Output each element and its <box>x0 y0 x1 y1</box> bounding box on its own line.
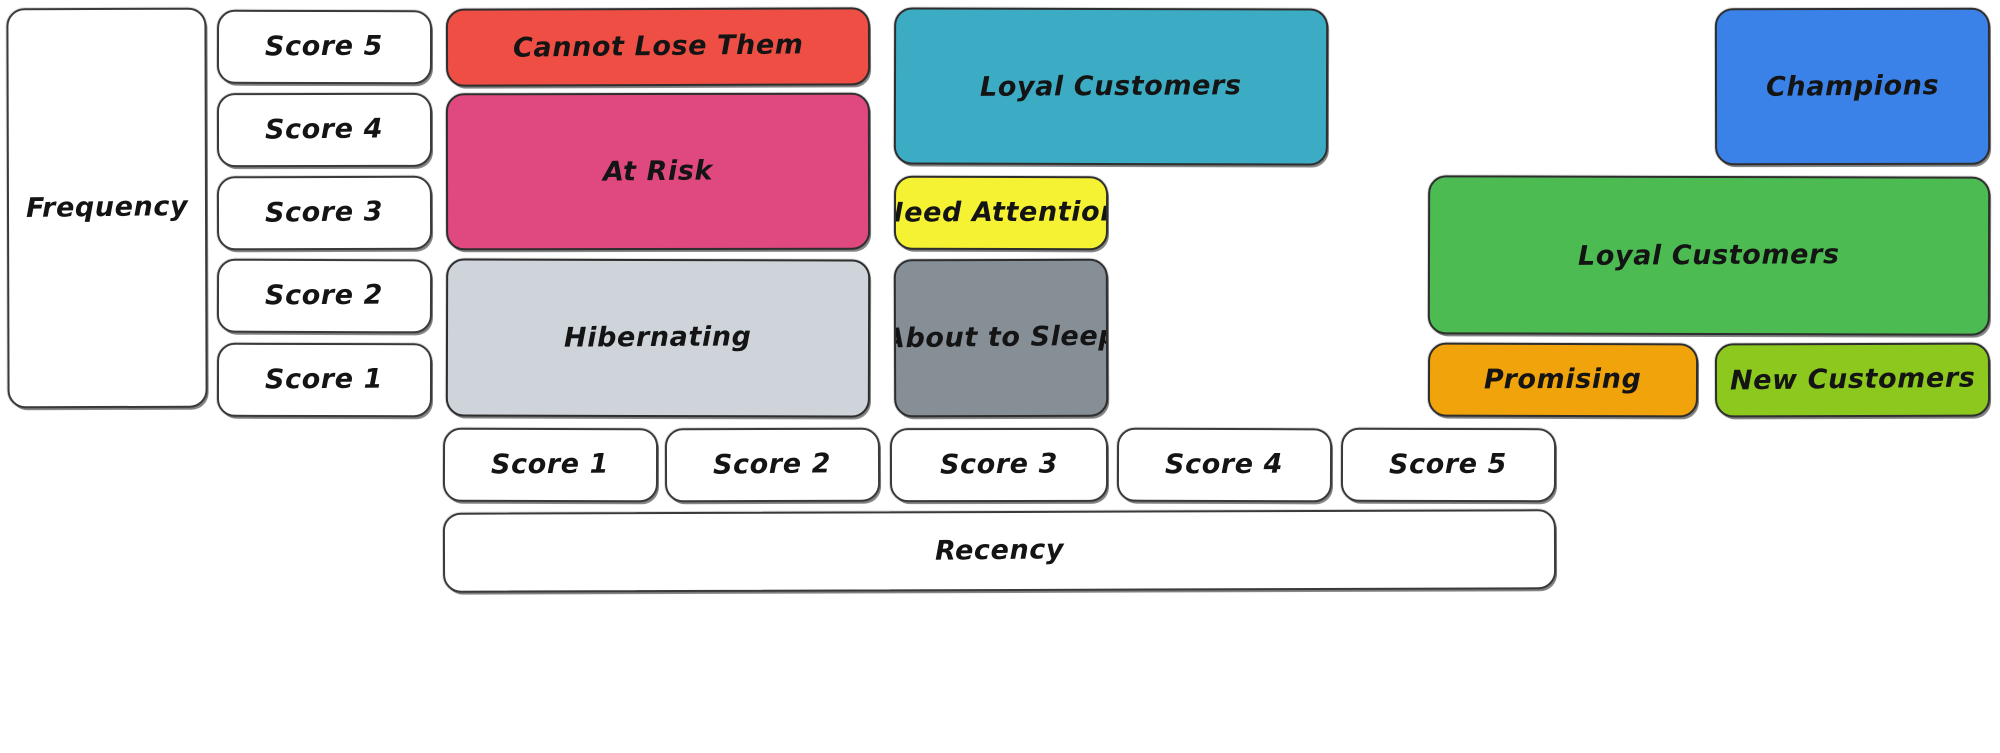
frequency-score-5-label: Score 5 <box>265 31 384 63</box>
segment-need-attention-label: Need Attention <box>893 196 1109 230</box>
recency-score-3[interactable]: Score 3 <box>889 427 1109 503</box>
recency-score-2[interactable]: Score 2 <box>664 427 881 503</box>
recency-score-3-label: Score 3 <box>939 448 1059 482</box>
segment-champions-label: Champions <box>1765 70 1940 103</box>
frequency-axis-label: Frequency <box>6 7 208 409</box>
frequency-score-3-label: Score 3 <box>265 196 384 230</box>
segment-loyal-customers-teal[interactable]: Loyal Customers <box>893 7 1329 166</box>
segment-hibernating-label: Hibernating <box>564 321 752 355</box>
frequency-score-2-label: Score 2 <box>265 280 384 312</box>
segment-about-to-sleep-label: About to Sleep <box>893 321 1109 355</box>
frequency-score-5[interactable]: Score 5 <box>216 9 433 85</box>
segment-need-attention[interactable]: Need Attention <box>893 175 1109 251</box>
recency-score-5-label: Score 5 <box>1389 449 1508 481</box>
segment-new-customers[interactable]: New Customers <box>1714 342 1991 418</box>
recency-score-4[interactable]: Score 4 <box>1116 427 1333 503</box>
segment-promising-label: Promising <box>1484 364 1642 396</box>
segment-loyal-customers-green[interactable]: Loyal Customers <box>1427 175 1991 336</box>
frequency-score-2[interactable]: Score 2 <box>216 258 433 334</box>
recency-score-5[interactable]: Score 5 <box>1340 427 1557 503</box>
recency-axis-label: Recency <box>442 509 1557 593</box>
segment-loyal-customers-green-label: Loyal Customers <box>1578 239 1840 272</box>
frequency-score-3[interactable]: Score 3 <box>216 175 433 251</box>
segment-champions[interactable]: Champions <box>1714 7 1991 166</box>
segment-cannot-lose-them[interactable]: Cannot Lose Them <box>445 7 871 87</box>
frequency-score-4[interactable]: Score 4 <box>216 92 433 168</box>
recency-axis-text: Recency <box>934 534 1065 568</box>
segment-about-to-sleep[interactable]: About to Sleep <box>893 258 1109 418</box>
segment-at-risk-label: At Risk <box>602 155 714 188</box>
recency-score-2-label: Score 2 <box>713 448 832 482</box>
segment-hibernating[interactable]: Hibernating <box>445 258 871 418</box>
segment-new-customers-label: New Customers <box>1729 363 1976 397</box>
recency-score-4-label: Score 4 <box>1165 449 1284 481</box>
segment-loyal-customers-teal-label: Loyal Customers <box>980 70 1242 103</box>
segment-cannot-lose-them-label: Cannot Lose Them <box>512 29 804 65</box>
frequency-score-1[interactable]: Score 1 <box>216 342 433 418</box>
frequency-score-4-label: Score 4 <box>265 113 384 147</box>
segment-promising[interactable]: Promising <box>1427 342 1699 418</box>
segment-at-risk[interactable]: At Risk <box>445 92 871 251</box>
frequency-score-1-label: Score 1 <box>265 364 384 396</box>
recency-score-1-label: Score 1 <box>491 449 610 481</box>
recency-score-1[interactable]: Score 1 <box>442 427 659 503</box>
frequency-axis-text: Frequency <box>25 191 189 225</box>
